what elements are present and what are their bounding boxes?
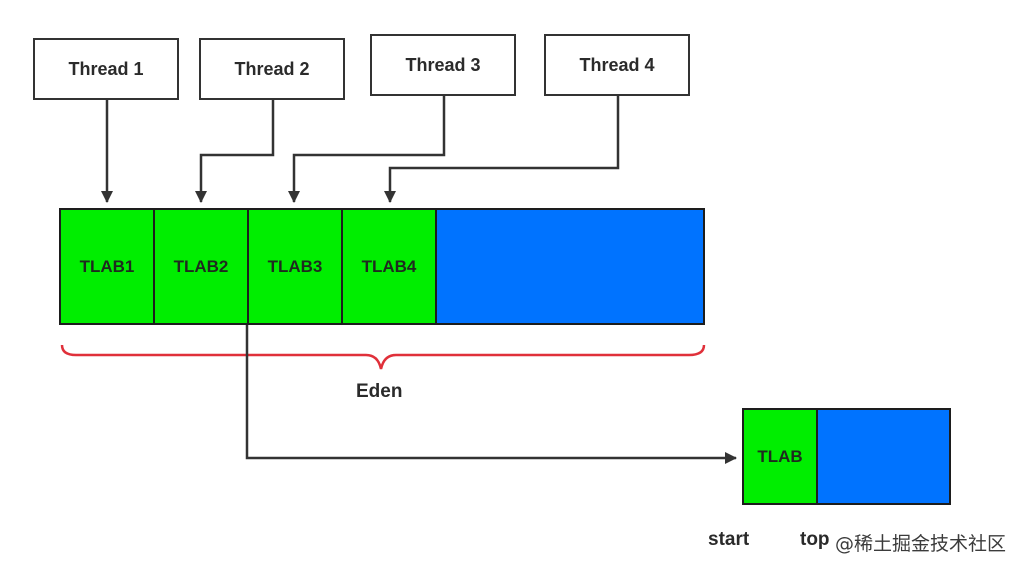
detail-tlab-block: TLAB	[742, 408, 818, 505]
thread-3-box: Thread 3	[370, 34, 516, 96]
tlab-2-block: TLAB2	[153, 208, 249, 325]
thread-1-label: Thread 1	[68, 58, 144, 79]
eden-label: Eden	[356, 381, 403, 402]
tlab-detail-arrow	[245, 325, 737, 464]
tlab-detail: TLAB	[742, 408, 951, 505]
eden-brace	[60, 344, 706, 370]
watermark-text: @稀土掘金技术社区	[835, 533, 1007, 555]
detail-free-space	[816, 408, 951, 505]
thread-3-label: Thread 3	[405, 54, 481, 75]
tlab-4-block: TLAB4	[341, 208, 437, 325]
start-pointer-label: start	[708, 529, 750, 550]
thread-2-arrow	[195, 100, 275, 203]
tlab-3-label: TLAB3	[267, 256, 323, 276]
tlab-1-label: TLAB1	[79, 256, 135, 276]
thread-3-arrow	[288, 96, 446, 203]
thread-2-label: Thread 2	[234, 58, 310, 79]
thread-2-box: Thread 2	[199, 38, 345, 100]
thread-4-label: Thread 4	[579, 54, 655, 75]
eden-free-space	[435, 208, 705, 325]
thread-1-box: Thread 1	[33, 38, 179, 100]
thread-4-box: Thread 4	[544, 34, 690, 96]
tlab-1-block: TLAB1	[59, 208, 155, 325]
eden-space: TLAB1 TLAB2 TLAB3 TLAB4	[59, 208, 705, 325]
top-pointer-label: top	[800, 529, 830, 550]
tlab-2-label: TLAB2	[173, 256, 229, 276]
tlab-4-label: TLAB4	[361, 256, 417, 276]
tlab-3-block: TLAB3	[247, 208, 343, 325]
detail-tlab-label: TLAB	[757, 446, 803, 466]
thread-4-arrow	[384, 96, 620, 203]
